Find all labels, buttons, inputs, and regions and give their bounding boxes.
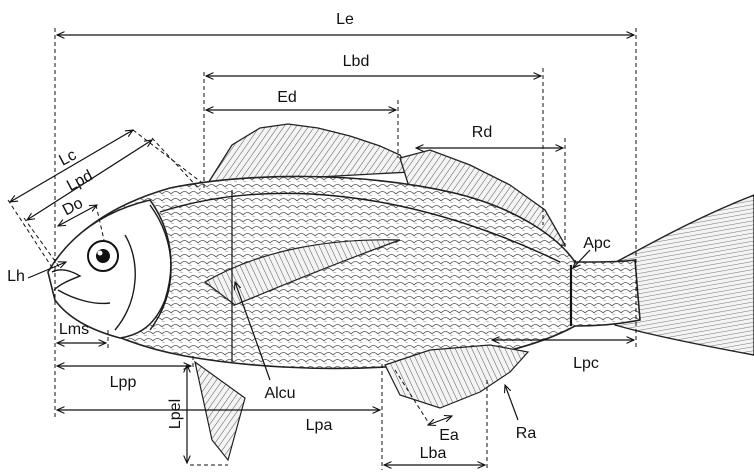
label-lpd: Lpd: [64, 167, 96, 195]
dim-ea: [428, 416, 452, 425]
pelvic-fin: [195, 362, 245, 460]
leader-ra: [505, 385, 518, 420]
label-lpp: Lpp: [110, 374, 137, 391]
label-lms: Lms: [59, 321, 89, 338]
pupil: [96, 249, 110, 263]
label-lh: Lh: [7, 268, 25, 285]
label-ra: Ra: [516, 425, 537, 442]
label-ed: Ed: [277, 89, 297, 106]
eye-highlight: [98, 251, 103, 256]
label-lc: Lc: [56, 147, 79, 170]
label-lpel: Lpel: [167, 399, 184, 429]
label-rd: Rd: [472, 124, 492, 141]
label-lpc: Lpc: [573, 355, 599, 372]
label-ea: Ea: [439, 427, 459, 444]
label-alcu: Alcu: [264, 385, 295, 402]
label-lpa: Lpa: [306, 417, 333, 434]
label-le: Le: [336, 11, 354, 28]
label-lbd: Lbd: [343, 53, 370, 70]
label-apc: Apc: [583, 235, 611, 252]
label-do: Do: [60, 195, 86, 220]
label-lba: Lba: [420, 445, 447, 462]
